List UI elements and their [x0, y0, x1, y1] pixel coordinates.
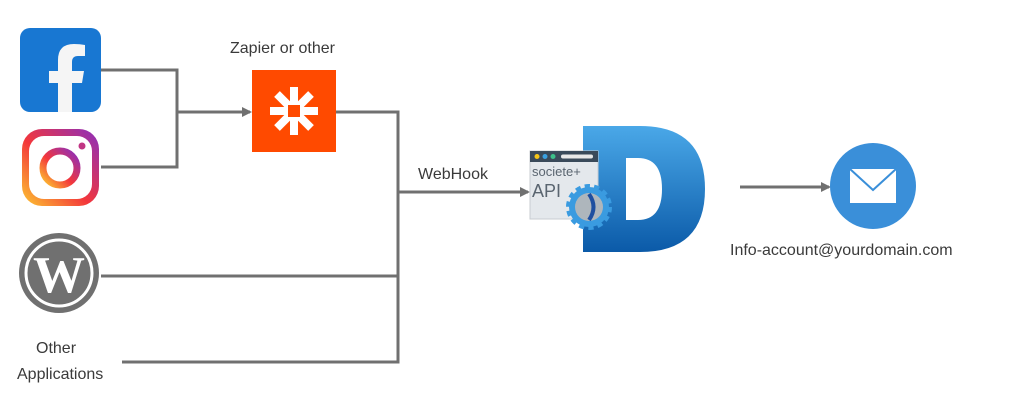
email-address-label: Info-account@yourdomain.com — [730, 242, 953, 259]
api-window-icon — [529, 150, 612, 230]
other-applications-label-line2: Applications — [17, 366, 104, 383]
zapier-label: Zapier or other — [230, 40, 335, 57]
dolibarr-d-logo-icon — [583, 126, 705, 252]
wordpress-icon: W — [19, 233, 99, 313]
envelope-icon — [830, 143, 916, 229]
instagram-icon — [22, 129, 99, 206]
facebook-connector — [101, 68, 179, 169]
api-label-line2: API — [532, 181, 562, 201]
facebook-icon — [20, 28, 101, 112]
zapier-connector — [122, 110, 400, 364]
other-applications-label-line1: Other — [36, 340, 77, 357]
webhook-label: WebHook — [418, 166, 488, 183]
zapier-icon — [252, 70, 336, 152]
connector-lines — [101, 68, 831, 364]
svg-text:W: W — [33, 247, 85, 304]
gear-icon — [566, 184, 612, 230]
api-label-line1: societe+ — [532, 164, 581, 179]
